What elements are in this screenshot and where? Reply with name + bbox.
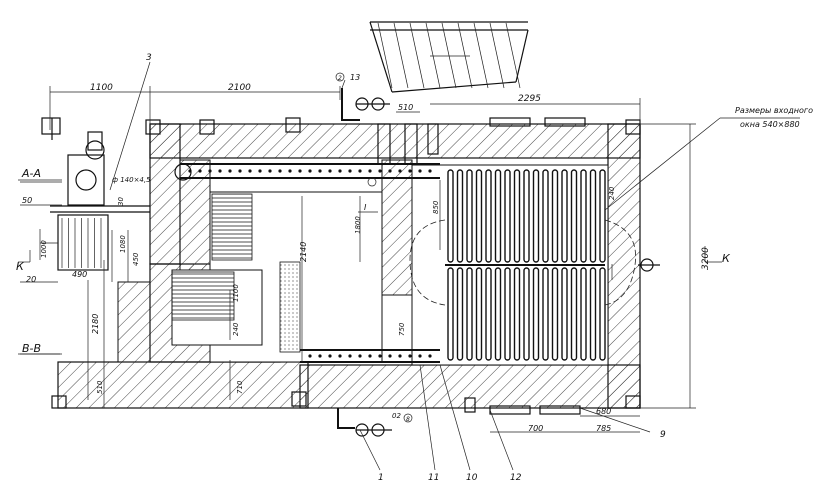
note-line-2: окна 540×880 [740, 120, 800, 129]
section-bb-label: В-В [22, 342, 41, 355]
dim-2100: 2100 [228, 83, 251, 93]
burner-unit [41, 117, 150, 271]
convective-bundle [445, 169, 606, 361]
callout-12: 12 [510, 473, 522, 483]
dim-1100-v: 1100 [232, 284, 240, 302]
callout-11: 11 [428, 473, 439, 483]
dim-450: 450 [132, 252, 140, 266]
dim-13: 13 [350, 73, 360, 82]
dim-2-circ: 2 [338, 75, 342, 82]
support-brackets [51, 117, 641, 415]
dim-1000: 1000 [40, 240, 48, 258]
callout-1: 1 [378, 473, 384, 483]
dim-510-top: 510 [398, 103, 413, 112]
dim-8-circ: 8 [406, 416, 410, 423]
dim-30: 30 [117, 197, 125, 206]
dim-2140: 2140 [299, 242, 308, 262]
dim-2295: 2295 [518, 94, 541, 104]
section-k-right: К [722, 252, 731, 265]
dim-490: 490 [72, 270, 87, 279]
callout-3: 3 [146, 53, 152, 63]
dim-710: 710 [236, 380, 244, 394]
staircase [369, 21, 529, 93]
dim-240-right: 240 [608, 186, 616, 200]
dim-2180: 2180 [91, 314, 100, 334]
dim-680: 680 [596, 407, 611, 416]
dim-02: 02 [392, 412, 401, 420]
dim-850: 850 [432, 200, 440, 214]
dim-785: 785 [596, 424, 611, 433]
leader-lines [18, 61, 800, 471]
dim-1100: 1100 [90, 83, 113, 93]
dimension-lines [18, 86, 722, 433]
masonry-walls [57, 123, 641, 409]
dim-1800: 1800 [354, 216, 362, 234]
callout-10: 10 [466, 473, 478, 483]
dim-20: 20 [26, 275, 36, 284]
note-line-1: Размеры входного [735, 106, 813, 115]
tube-rows [174, 163, 440, 363]
pipe-label: ф 140×4,5 [112, 176, 151, 184]
section-k-left: К [16, 260, 25, 273]
dim-1080: 1080 [119, 235, 127, 253]
section-aa-label: А-А [21, 167, 41, 180]
dim-510: 510 [96, 380, 104, 394]
valves [337, 88, 660, 437]
dim-50: 50 [22, 196, 32, 205]
dim-700: 700 [528, 424, 543, 433]
dim-240: 240 [232, 322, 240, 336]
marker-i: I [364, 203, 367, 212]
dim-750: 750 [398, 322, 406, 336]
dim-3200: 3200 [701, 247, 711, 270]
callout-9: 9 [660, 430, 666, 440]
pipe-circle [174, 163, 192, 181]
